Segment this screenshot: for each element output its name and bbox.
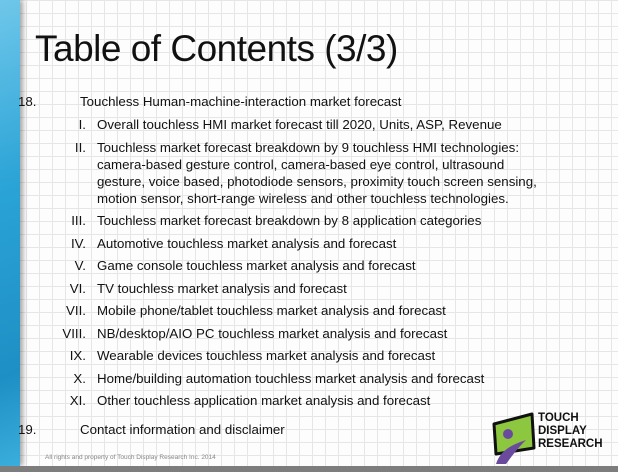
subitem-text: gesture, voice based, photodiode sensors… [97,173,537,189]
decorative-strip [0,0,20,466]
roman-numeral: IV. [70,235,86,251]
roman-numeral: X. [73,370,86,386]
subitem: II. Touchless market forecast breakdown b… [0,139,600,207]
roman-numeral: VIII. [62,325,86,341]
slide-bottom-border [0,466,618,472]
subitem: I. Overall touchless HMI market forecast … [0,116,600,133]
subitem-text: camera-based gesture control, camera-bas… [97,156,505,172]
section-number: 18. [18,94,37,109]
subitem: IV. Automotive touchless market analysis … [0,235,600,252]
subitem: X. Home/building automation touchless mar… [0,370,600,387]
subitem: XI. Other touchless application market an… [0,392,600,409]
section-18: 18. Touchless Human-machine-interaction … [0,93,600,110]
section-text: Touchless Human-machine-interaction mark… [80,94,402,109]
subitem: IX. Wearable devices touchless market ana… [0,347,600,364]
subitem-text: Overall touchless HMI market forecast ti… [97,117,502,132]
subitem-text: Wearable devices touchless market analys… [97,348,436,363]
logo-text: TOUCH DISPLAY RESEARCH [538,412,603,451]
roman-numeral: II. [74,139,86,155]
touch-display-research-logo [492,412,536,464]
subitem: VII. Mobile phone/tablet touchless market… [0,302,600,319]
copyright-footer: All rights and property of Touch Display… [45,454,216,461]
slide-title: Table of Contents (3/3) [35,28,398,69]
logo-line: RESEARCH [538,438,603,450]
subitem-text: Mobile phone/tablet touchless market ana… [97,303,446,318]
section-number: 19. [18,422,37,437]
roman-numeral: IX. [69,348,86,363]
subitem-text: Home/building automation touchless marke… [97,370,485,386]
subitem-text: motion sensor, short-range wireless and … [97,190,509,206]
subitem-text: NB/desktop/AIO PC touchless market analy… [97,325,448,341]
section-text: Contact information and disclaimer [80,422,285,437]
subitem-text: Touchless market forecast breakdown by 9… [97,139,520,155]
subitem-text: Automotive touchless market analysis and… [97,235,397,251]
subitem: VIII. NB/desktop/AIO PC touchless market … [0,325,600,342]
subitem: III. Touchless market forecast breakdown … [0,212,600,229]
logo-line: DISPLAY [538,425,587,437]
roman-numeral: VII. [66,303,86,318]
subitem: VI. TV touchless market analysis and fore… [0,280,600,297]
roman-numeral: V. [74,258,86,273]
subitem-text: Other touchless application market analy… [97,393,431,408]
subitem-text: Touchless market forecast breakdown by 8… [97,213,482,228]
roman-numeral: XI. [69,393,86,408]
subitem: V. Game console touchless market analysis… [0,257,600,274]
logo-line: TOUCH [538,412,579,424]
section-19: 19. Contact information and disclaimer [0,421,480,438]
subitem-text: Game console touchless market analysis a… [97,258,416,273]
roman-numeral: VI. [69,280,86,296]
roman-numeral: III. [71,213,86,228]
subitem-text: TV touchless market analysis and forecas… [97,280,347,296]
roman-numeral: I. [78,117,86,132]
